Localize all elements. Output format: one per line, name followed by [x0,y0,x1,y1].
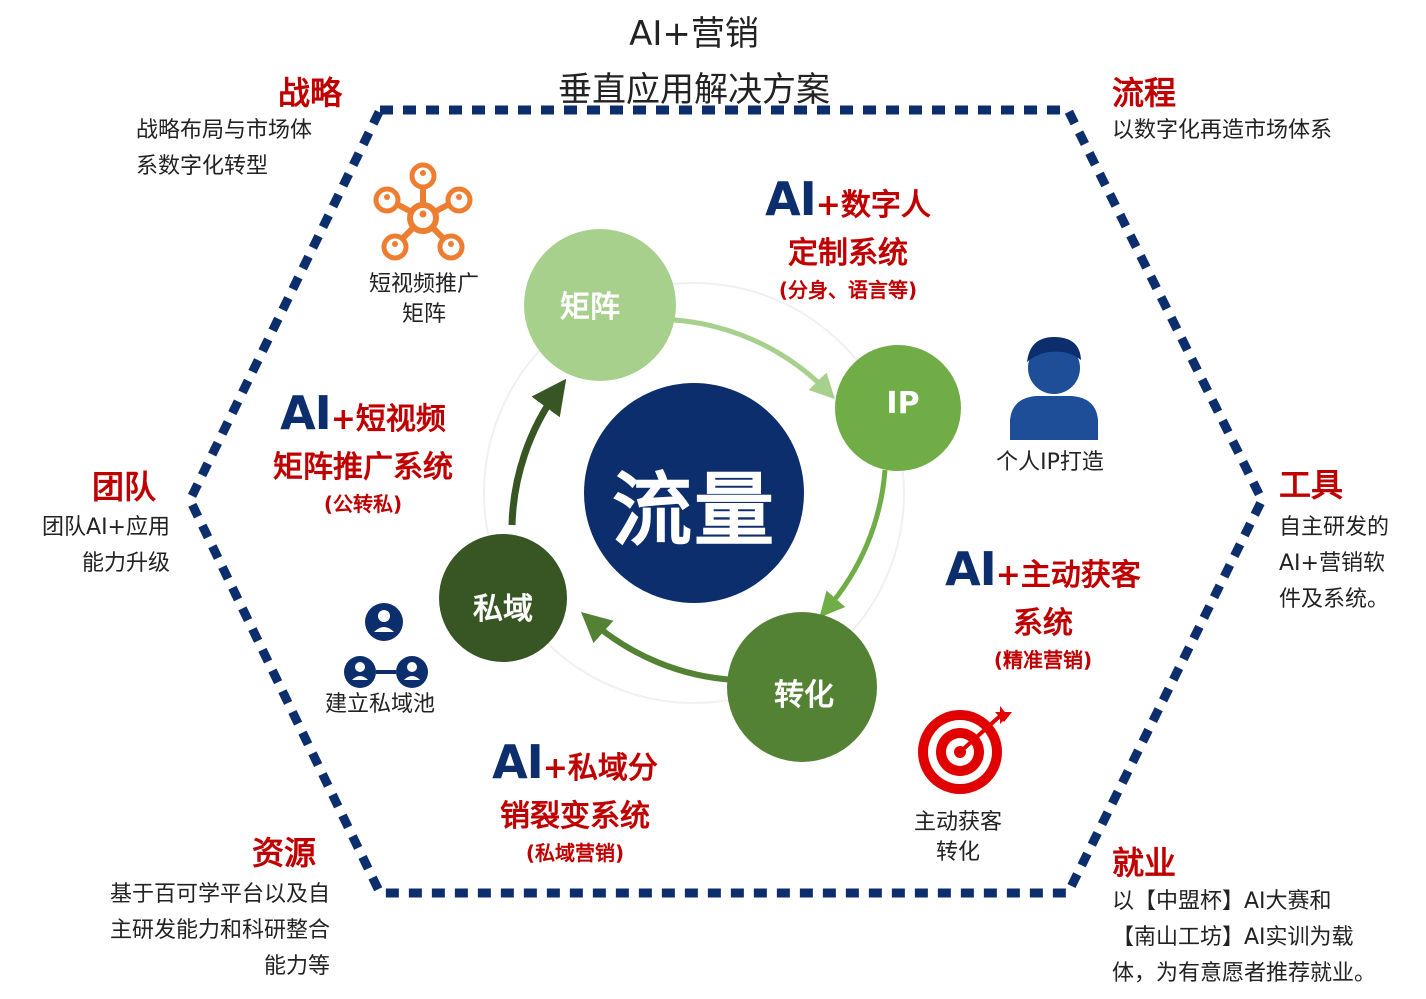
node-ip-label: IP [886,386,920,421]
center-traffic-label: 流量 [612,464,776,557]
strategy-line: 系数字化转型 [136,154,269,179]
tools-description: 自主研发的 AI+营销软 件及系统。 [1279,510,1389,618]
system-plus-label: +短视频 [330,402,446,437]
node-ip [835,345,961,471]
process-heading: 流程 [1112,74,1177,112]
title-line-2: 垂直应用解决方案 [558,70,830,110]
arrow-private-to-matrix [508,378,567,526]
team-description: 团队AI+应用 能力升级 [25,510,170,582]
employment-line: 【南山工坊】AI实训为载 [1112,925,1354,950]
strategy-heading: 战略 [278,74,343,112]
employment-line: 以【中盟杯】AI大赛和 [1112,889,1332,914]
caption-line: 个人IP打造 [996,450,1104,475]
system-note: (精准营销) [993,648,1093,672]
system-name: 销裂变系统 [500,799,650,834]
network-people-icon [373,162,473,261]
system-private-domain: AI+私域分 销裂变系统 (私域营销) [450,735,700,866]
system-acquisition: AI+主动获客 系统 (精准营销) [918,542,1168,673]
caption-line: 主动获客 [913,810,1002,835]
tools-line: AI+营销软 [1279,551,1385,576]
ip-caption: 个人IP打造 [970,448,1130,478]
system-note: (分身、语言等) [778,278,918,302]
system-ai-label: AI [492,735,544,789]
employment-heading: 就业 [1112,844,1177,882]
resources-line: 能力等 [263,954,330,979]
tools-heading: 工具 [1279,466,1344,504]
pool-caption: 建立私域池 [300,690,460,720]
process-line: 以数字化再造市场体系 [1112,118,1333,143]
arrow-ip-to-conversion [819,469,888,618]
system-name: 系统 [1013,606,1073,641]
system-short-video: AI+短视频 矩阵推广系统 (公转私) [238,386,488,517]
arrow-conversion-to-private [581,612,736,683]
system-plus-label: +私域分 [542,751,658,786]
caption-line: 矩阵 [401,302,446,327]
node-matrix [524,229,676,381]
node-conversion [727,612,877,762]
resources-line: 基于百可学平台以及自 [109,882,330,907]
node-private-label: 私域 [473,592,533,627]
people-group-icon [344,603,428,688]
strategy-description: 战略布局与市场体 系数字化转型 [136,113,312,185]
resources-description: 基于百可学平台以及自 主研发能力和科研整合 能力等 [78,877,330,985]
person-icon [1010,336,1098,440]
target-icon [918,706,1012,794]
system-ai-label: AI [280,386,332,440]
caption-line: 短视频推广 [368,272,479,297]
system-name: 定制系统 [788,236,908,271]
resources-line: 主研发能力和科研整合 [109,918,330,943]
node-matrix-label: 矩阵 [560,290,620,325]
team-line: 团队AI+应用 [42,515,170,540]
system-note: (私域营销) [525,841,625,865]
system-ai-label: AI [945,542,997,596]
center-traffic-circle [584,383,804,603]
matrix-caption: 短视频推广 矩阵 [344,270,504,330]
target-caption: 主动获客 转化 [878,808,1038,868]
system-name: 矩阵推广系统 [273,450,453,485]
strategy-line: 战略布局与市场体 [136,118,313,143]
title-line-1: AI+营销 [629,14,759,54]
node-conversion-label: 转化 [774,678,834,713]
node-private [439,534,567,662]
team-heading: 团队 [92,468,157,506]
team-line: 能力升级 [81,551,170,576]
caption-line: 建立私域池 [324,692,435,717]
system-ai-label: AI [765,172,817,226]
system-note: (公转私) [323,492,403,516]
employment-line: 体，为有意愿者推荐就业。 [1112,961,1377,986]
resources-heading: 资源 [252,834,317,872]
process-description: 以数字化再造市场体系 [1112,113,1332,149]
system-digital-human: AI+数字人 定制系统 (分身、语言等) [718,172,978,303]
tools-line: 件及系统。 [1279,587,1390,612]
system-plus-label: +数字人 [815,188,931,223]
employment-description: 以【中盟杯】AI大赛和 【南山工坊】AI实训为载 体，为有意愿者推荐就业。 [1112,884,1376,992]
system-plus-label: +主动获客 [995,558,1141,593]
tools-line: 自主研发的 [1279,515,1390,540]
caption-line: 转化 [935,840,980,865]
